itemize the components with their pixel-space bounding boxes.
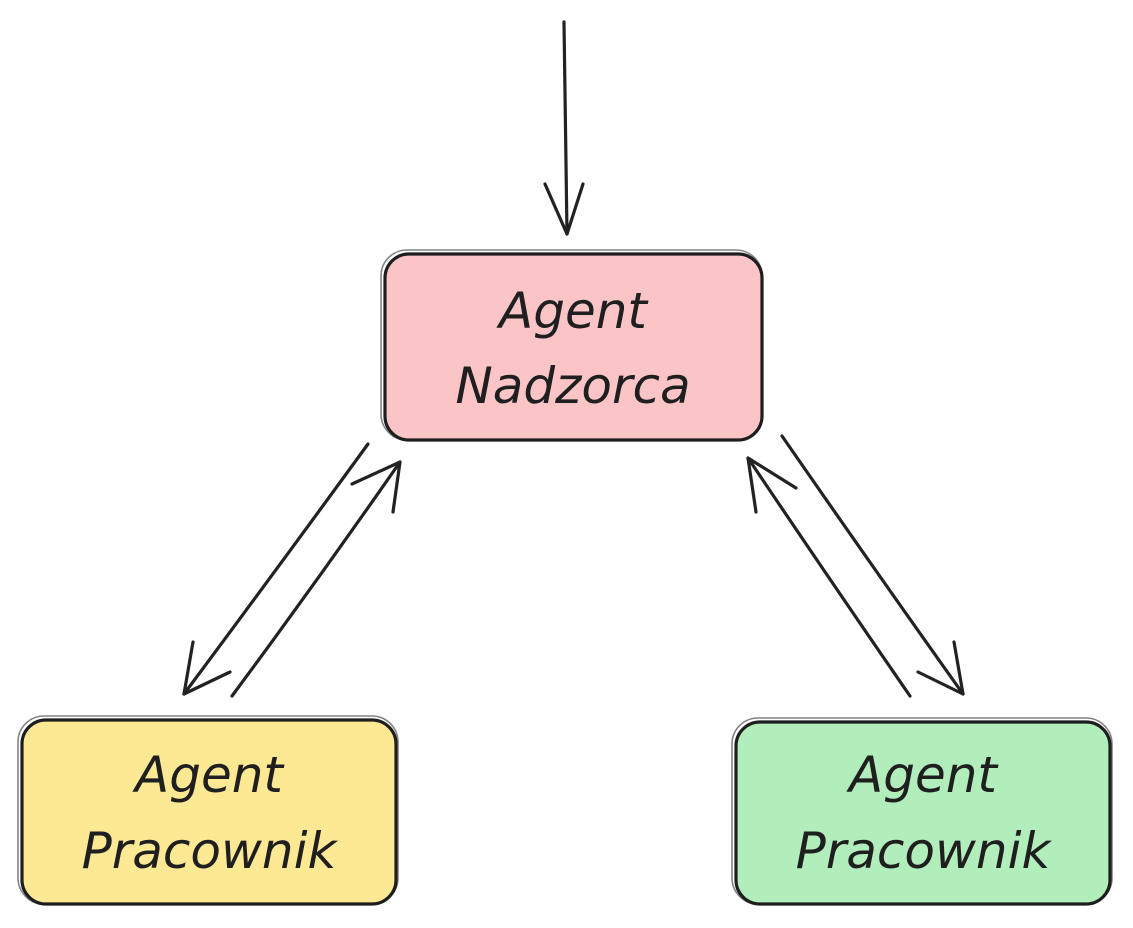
nodes: Agent Nadzorca Agent Pracownik Agent Pra… [17,249,1113,906]
edges [182,20,965,698]
node-supervisor-label-line1: Agent [496,282,649,340]
node-worker-right-label-line1: Agent [846,746,999,804]
node-worker-left-sketch-outline [17,715,399,905]
edge-input-to-supervisor [543,20,585,236]
edge-worker-left-to-supervisor [230,460,402,698]
node-worker-left-label-line1: Agent [132,746,285,804]
node-worker-right-label-line2: Pracownik [796,822,1053,880]
node-supervisor-sketch-outline [380,249,763,441]
node-worker-right: Agent Pracownik [731,717,1113,906]
edge-supervisor-to-worker-right [780,434,965,696]
node-supervisor-label-line2: Nadzorca [455,357,690,415]
node-worker-right-sketch-outline [731,717,1113,905]
node-worker-left: Agent Pracownik [17,715,399,906]
node-worker-left-label-line2: Pracownik [82,822,339,880]
node-supervisor: Agent Nadzorca [380,249,764,442]
edge-worker-right-to-supervisor [746,456,912,698]
edge-supervisor-to-worker-left [182,442,370,696]
